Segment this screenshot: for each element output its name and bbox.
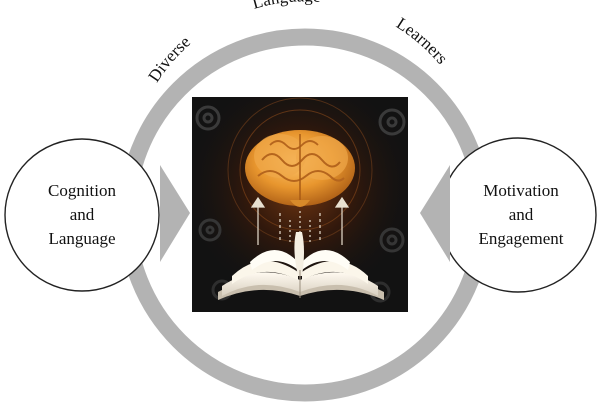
open-book-icon bbox=[218, 232, 384, 300]
right-node-line-3: Engagement bbox=[479, 229, 564, 248]
right-node-line-2: and bbox=[509, 205, 534, 224]
gear-icon bbox=[378, 108, 406, 136]
glowing-brain-icon bbox=[245, 130, 355, 207]
left-node-line-3: Language bbox=[48, 229, 115, 248]
gear-icon bbox=[198, 218, 222, 242]
left-node-circle bbox=[4, 138, 160, 292]
glow-ring bbox=[239, 109, 361, 231]
gear-icon bbox=[379, 227, 405, 253]
right-node-line-1: Motivation bbox=[483, 181, 559, 200]
right-arrow bbox=[420, 165, 450, 262]
gear-icon bbox=[195, 105, 221, 131]
center-image bbox=[192, 97, 408, 312]
left-node-line-1: Cognition bbox=[48, 181, 117, 200]
arc-word-language: Language bbox=[250, 0, 321, 13]
left-arrow bbox=[160, 165, 190, 262]
light-arrows bbox=[250, 196, 350, 245]
right-node: Motivation and Engagement bbox=[439, 137, 597, 293]
left-node-line-2: and bbox=[70, 205, 95, 224]
arc-label: Language bbox=[250, 0, 321, 13]
left-node: Cognition and Language bbox=[4, 138, 160, 292]
